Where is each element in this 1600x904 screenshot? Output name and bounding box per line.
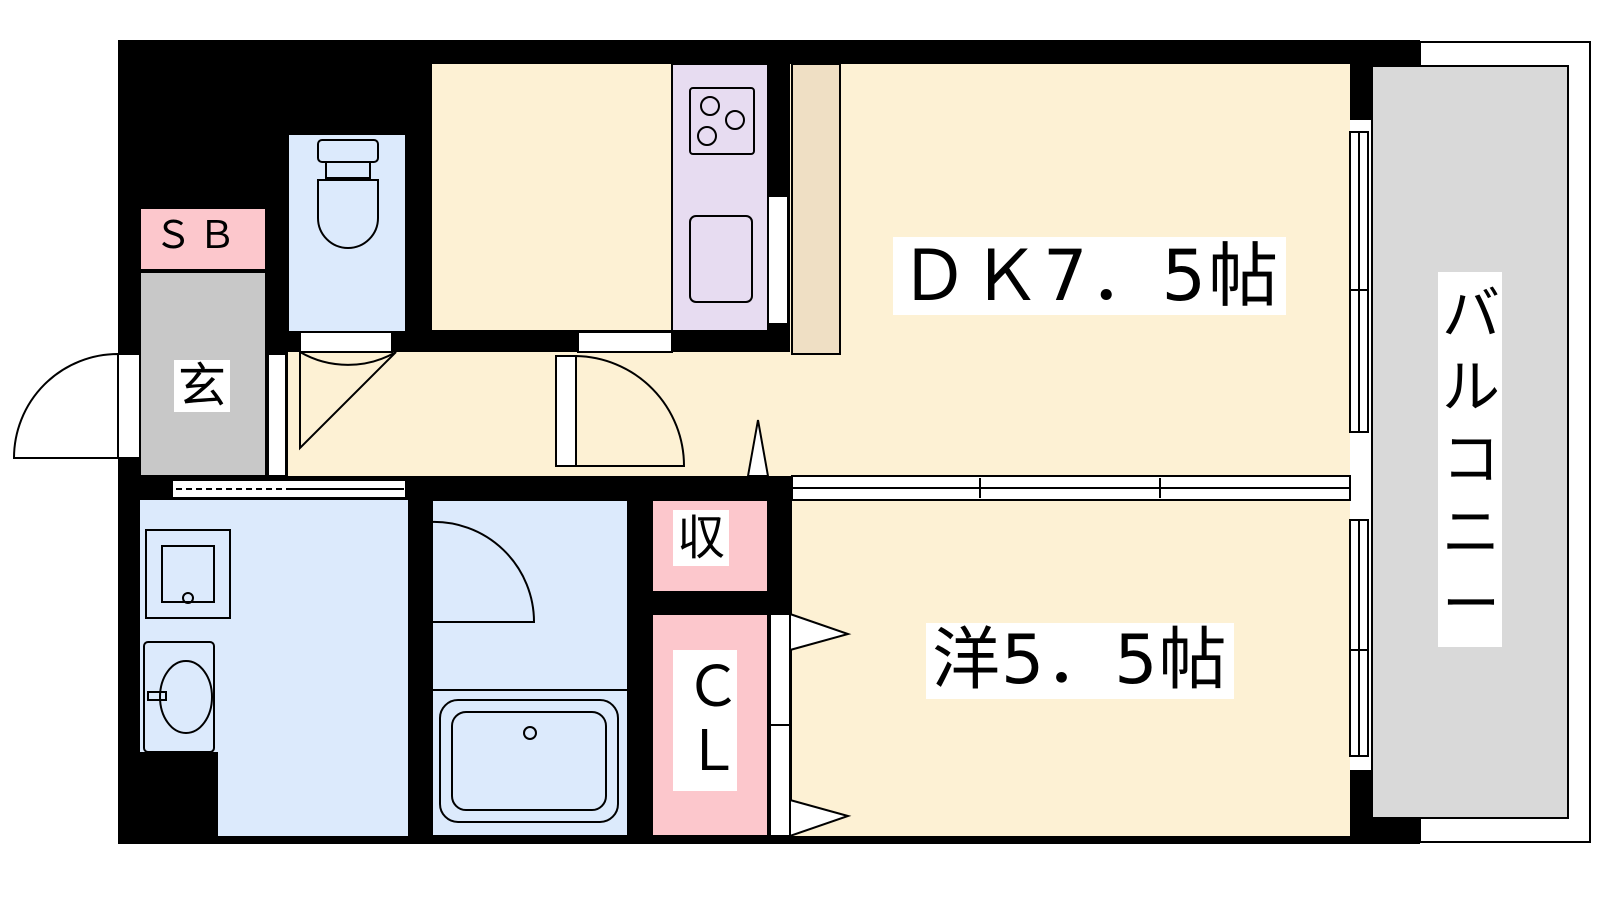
washbasin-icon: [143, 641, 215, 753]
room-label-western: 洋5．5帖: [926, 623, 1234, 699]
dk-door-frame: [555, 355, 577, 467]
faucet-icon: [147, 691, 167, 701]
entrance-step: [267, 353, 287, 477]
kitchen-opening: [577, 331, 673, 353]
washroom-corner-wall: [140, 752, 218, 836]
hall-floor-2: [578, 332, 778, 476]
room-label-closet: ＣＬ: [673, 650, 741, 791]
burner-1-icon: [700, 96, 720, 116]
stove-icon: [689, 87, 755, 155]
corridor-bottom-wall: [578, 476, 792, 498]
closet-door-leaf-1: [789, 612, 852, 652]
room-label-dk: ＤＫ7．5帖: [893, 237, 1287, 315]
burner-3-icon: [697, 126, 717, 146]
bathroom-floor: [431, 499, 629, 837]
entrance-door-frame: [117, 353, 141, 459]
washing-machine-icon: [145, 529, 231, 619]
toilet-lid-icon: [325, 161, 371, 179]
shelf: [791, 63, 841, 355]
bathtub-icon: [439, 699, 619, 823]
room-label-entrance: 玄: [174, 360, 231, 412]
dk-door-swing: [575, 354, 686, 467]
entrance-door-swing: [12, 352, 119, 459]
room-label-balcony: バルコニー: [1438, 272, 1502, 647]
hall-floor: [288, 352, 578, 476]
toilet-door-swing: [299, 350, 397, 451]
closet-door-leaf-2: [789, 798, 852, 838]
basin-bowl-icon: [159, 660, 213, 734]
toilet-room-floor: [287, 133, 407, 333]
drain-icon: [523, 726, 537, 740]
toilet-bowl-icon: [317, 179, 379, 249]
washer-drain-icon: [182, 592, 194, 604]
room-label-storage: 収: [673, 510, 730, 566]
toilet-door-frame: [299, 331, 393, 353]
bath-door-swing: [429, 520, 536, 623]
refrigerator-space: [767, 195, 789, 325]
wash-bath-wall: [408, 476, 432, 844]
room-label-shoebox: ＳＢ: [148, 214, 249, 256]
sink-icon: [689, 215, 753, 303]
bath-storage-wall: [628, 476, 652, 844]
kitchen-area: [432, 64, 672, 332]
storage-door-tip: [746, 419, 770, 477]
bathtub-inner-icon: [451, 711, 607, 811]
burner-2-icon: [725, 110, 745, 130]
